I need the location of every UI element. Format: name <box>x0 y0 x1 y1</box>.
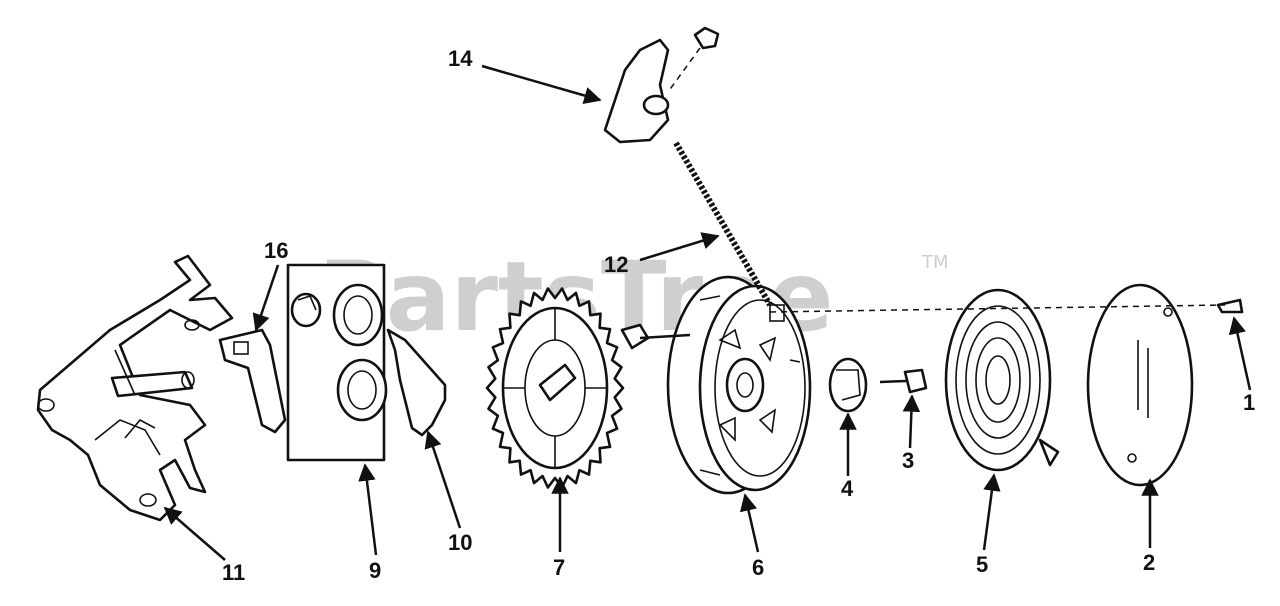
part-16-lever <box>218 328 287 434</box>
callout-label-10: 10 <box>448 530 472 555</box>
callout-6: 6 <box>739 493 764 580</box>
part-3-screw <box>879 368 928 394</box>
callout-14: 14 <box>448 46 602 105</box>
part-10-wire-clip <box>386 328 447 437</box>
watermark-trademark: TM <box>921 252 949 273</box>
part-5-recoil-spring <box>944 288 1060 472</box>
callout-label-3: 3 <box>902 448 914 473</box>
callout-4: 4 <box>839 412 857 501</box>
callout-11: 11 <box>163 506 245 585</box>
part-12-rope <box>673 141 773 307</box>
callout-2: 2 <box>1141 478 1159 575</box>
callout-label-12: 12 <box>604 252 628 277</box>
callout-10: 10 <box>424 430 472 555</box>
part-2-cover <box>1086 283 1244 487</box>
callout-label-9: 9 <box>369 558 381 583</box>
callout-5: 5 <box>976 473 1001 577</box>
callout-3: 3 <box>902 394 921 473</box>
part-7-gear <box>485 287 625 489</box>
callout-label-11: 11 <box>222 560 245 585</box>
part-11-control-bracket <box>36 254 234 522</box>
callout-label-2: 2 <box>1143 550 1155 575</box>
callout-label-6: 6 <box>752 555 764 580</box>
callout-label-16: 16 <box>264 238 288 263</box>
callout-label-7: 7 <box>553 555 565 580</box>
part-6-pulley <box>620 275 812 495</box>
part-9-gasket-plate <box>286 263 388 462</box>
callout-label-4: 4 <box>841 476 854 501</box>
callout-9: 9 <box>358 463 381 583</box>
callout-7: 7 <box>551 476 569 580</box>
callout-16: 16 <box>252 238 288 332</box>
assembly-line <box>769 304 1226 313</box>
callout-12: 12 <box>604 232 720 277</box>
part-4-bushing <box>828 357 868 413</box>
callout-label-5: 5 <box>976 552 988 577</box>
callout-label-1: 1 <box>1243 390 1255 415</box>
callout-1: 1 <box>1228 316 1255 415</box>
callout-label-14: 14 <box>448 46 473 71</box>
part-14-handle <box>603 26 720 144</box>
